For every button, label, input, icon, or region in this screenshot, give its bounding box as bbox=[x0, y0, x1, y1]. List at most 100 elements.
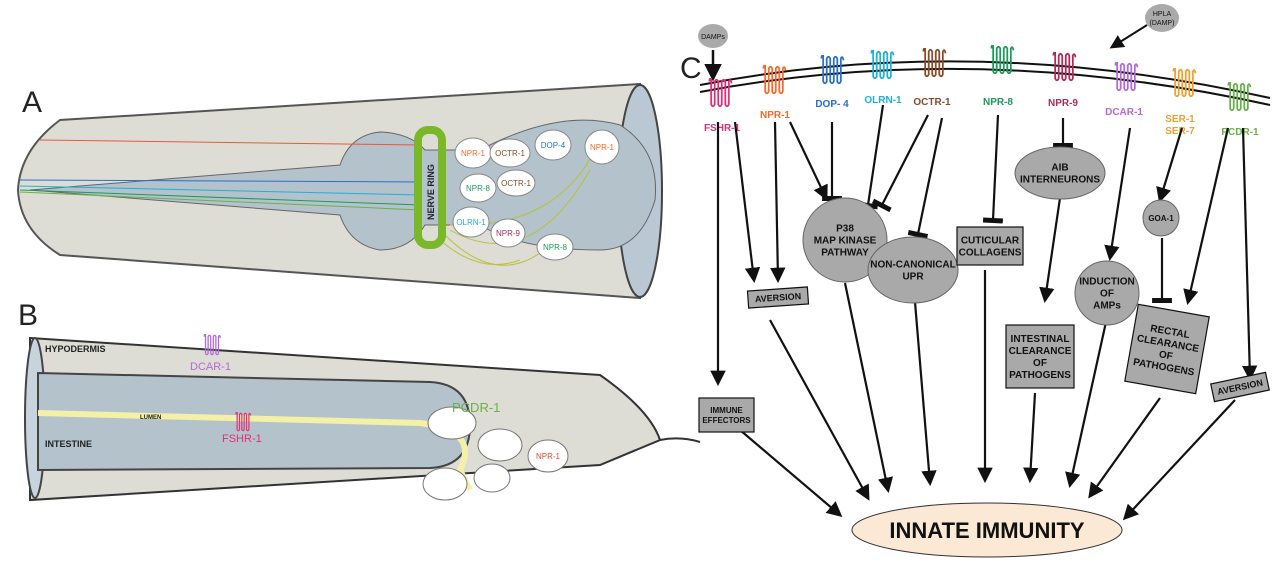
receptor-pcdr1: PCDR-1 bbox=[1221, 82, 1259, 138]
pcdr1-label: PCDR-1 bbox=[1221, 127, 1259, 138]
nerve-ring-label: NERVE RING bbox=[426, 164, 436, 220]
receptor-ser1: SER-1 bbox=[1165, 68, 1197, 125]
hpla-input: HPLA (DAMP) bbox=[1145, 4, 1179, 32]
svg-text:DAMPs: DAMPs bbox=[701, 34, 725, 41]
panel-b: B HYPODERMIS INTESTINE LUMEN DCAR-1 FSHR… bbox=[18, 299, 701, 502]
npr1-label: NPR-1 bbox=[760, 110, 790, 121]
npr9-label: NPR-9 bbox=[1048, 98, 1078, 109]
innate-immunity-outcome: INNATE IMMUNITY bbox=[851, 502, 1123, 558]
p38-line: MAP KINASE bbox=[814, 236, 877, 247]
neuron-npr8-top: NPR-8 bbox=[459, 173, 497, 203]
goa1-line: GOA-1 bbox=[1148, 214, 1174, 223]
neuron-olrn1: OLRN-1 bbox=[452, 206, 490, 238]
npr1-tail-label: NPR-1 bbox=[536, 452, 561, 461]
panel-a-letter: A bbox=[22, 86, 42, 119]
hypodermis-label: HYPODERMIS bbox=[45, 344, 106, 354]
neuron-octr1-mid: OCTR-1 bbox=[496, 169, 536, 197]
neuron-npr9: NPR-9 bbox=[490, 218, 526, 248]
svg-text:OCTR-1: OCTR-1 bbox=[501, 179, 531, 188]
neuron-npr1-left: NPR-1 bbox=[454, 137, 492, 169]
intestinal-line: OF bbox=[1033, 358, 1047, 369]
amps-line: OF bbox=[1100, 289, 1114, 300]
signal-arrows bbox=[710, 104, 1258, 521]
intestinal-line: INTESTINAL bbox=[1011, 334, 1070, 345]
fshr1-label: FSHR-1 bbox=[222, 433, 262, 445]
svg-text:(DAMP): (DAMP) bbox=[1150, 20, 1175, 27]
aib-line: INTERNEURONS bbox=[1020, 175, 1100, 186]
olrn1-label: OLRN-1 bbox=[864, 95, 902, 106]
intestinal-line: CLEARANCE bbox=[1009, 346, 1072, 357]
amps-line: AMPs bbox=[1093, 301, 1121, 312]
receptor-npr1: NPR-1 bbox=[760, 65, 790, 121]
pcdr1-label: PCDR-1 bbox=[452, 400, 500, 415]
svg-text:NPR-8: NPR-8 bbox=[466, 184, 491, 193]
membrane-outer bbox=[699, 60, 1271, 99]
panel-a: A NERVE RING NPR-1 OCTR-1 bbox=[16, 82, 663, 300]
dcar1-label: DCAR-1 bbox=[190, 361, 231, 373]
receptor-npr9: NPR-9 bbox=[1048, 52, 1078, 109]
intestinal-line: PATHOGENS bbox=[1009, 370, 1071, 381]
neuron-dop4: DOP-4 bbox=[534, 129, 572, 161]
svg-text:NPR-8: NPR-8 bbox=[543, 243, 568, 252]
hpla-arrow bbox=[1109, 24, 1148, 49]
cuticular-line: CUTICULAR bbox=[961, 236, 1020, 247]
receptor-olrn1: OLRN-1 bbox=[864, 50, 902, 106]
dcar1-label: DCAR-1 bbox=[1105, 107, 1143, 118]
neuron-npr8-bottom: NPR-8 bbox=[536, 233, 574, 261]
upr-line: UPR bbox=[902, 272, 924, 283]
svg-text:NPR-9: NPR-9 bbox=[496, 229, 521, 238]
nerve-fibers bbox=[19, 139, 601, 266]
receptor-npr8: NPR-8 bbox=[983, 45, 1015, 108]
innate-immunity-label: INNATE IMMUNITY bbox=[889, 518, 1084, 543]
p38-line: PATHWAY bbox=[821, 248, 869, 259]
intestine-label: INTESTINE bbox=[45, 439, 92, 449]
node-aversion-right: AVERSION bbox=[1210, 371, 1270, 403]
svg-text:DOP-4: DOP-4 bbox=[541, 141, 566, 150]
node-goa1: GOA-1 bbox=[1142, 199, 1180, 237]
neuron-npr1-right: NPR-1 bbox=[584, 129, 620, 165]
amps-line: INDUCTION bbox=[1079, 277, 1135, 288]
p38-line: P38 bbox=[836, 224, 854, 235]
receptor-dcar1: DCAR-1 bbox=[1105, 62, 1143, 118]
svg-text:NPR-1: NPR-1 bbox=[590, 143, 615, 152]
ser1-label: SER-1 bbox=[1165, 114, 1195, 125]
receptor-fshr1: FSHR-1 bbox=[704, 78, 740, 134]
nerve-ring bbox=[414, 126, 446, 249]
membrane-inner bbox=[699, 67, 1271, 106]
dop4-receptor-icon bbox=[820, 55, 845, 85]
immune-line: IMMUNE bbox=[710, 406, 743, 415]
cuticular-line: COLLAGENS bbox=[959, 248, 1022, 259]
octr1-label: OCTR-1 bbox=[913, 97, 951, 108]
rectal-line: OF bbox=[1158, 349, 1174, 362]
lumen-label: LUMEN bbox=[140, 415, 161, 421]
svg-text:HPLA: HPLA bbox=[1153, 11, 1172, 18]
dop4-label: DOP- 4 bbox=[815, 99, 849, 110]
dcar1-receptor-icon bbox=[1114, 62, 1139, 92]
npr8-label: NPR-8 bbox=[983, 97, 1013, 108]
panel-b-letter: B bbox=[18, 299, 38, 332]
receptor-octr1: OCTR-1 bbox=[913, 48, 951, 108]
svg-text:NPR-1: NPR-1 bbox=[461, 149, 486, 158]
damps-input: DAMPs bbox=[698, 24, 728, 48]
tail-tip bbox=[659, 437, 701, 443]
neuron-octr1-top: OCTR-1 bbox=[489, 138, 531, 168]
receptor-dop4: DOP- 4 bbox=[815, 55, 849, 110]
upr-line: NON-CANONICAL bbox=[870, 260, 956, 271]
panel-c-letter: C bbox=[680, 52, 702, 85]
svg-text:OCTR-1: OCTR-1 bbox=[495, 149, 525, 158]
aib-line: AIB bbox=[1051, 163, 1068, 174]
pcdr1-cells bbox=[422, 406, 569, 501]
